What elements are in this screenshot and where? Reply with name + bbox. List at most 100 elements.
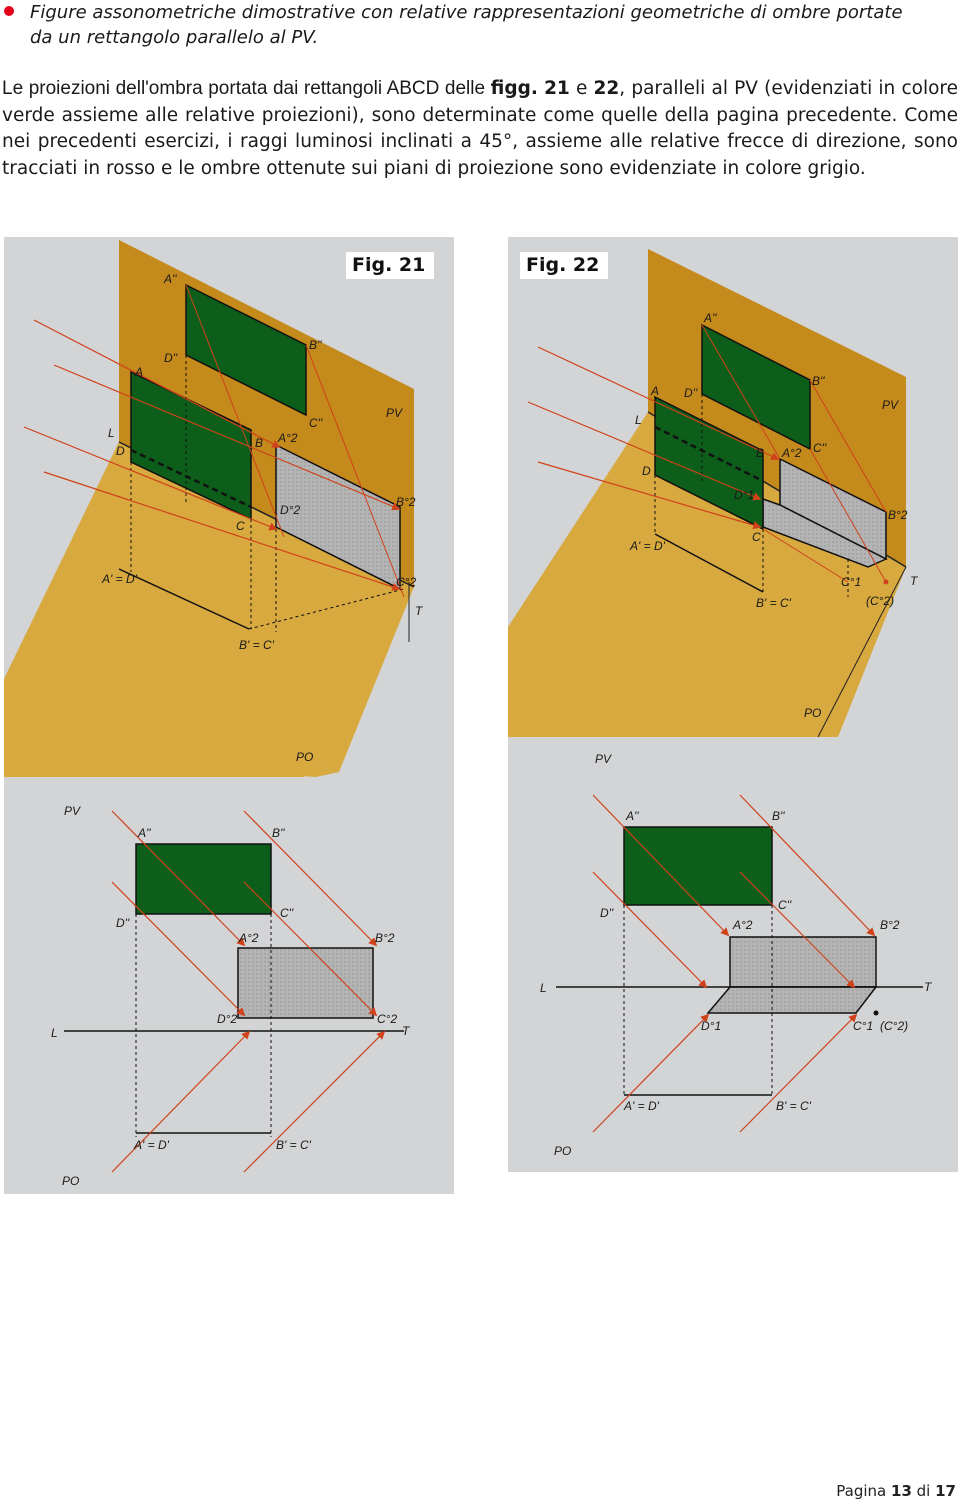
label-pv: PV [882, 398, 899, 412]
label-pv: PV [386, 406, 403, 420]
ortho-ray-4 [739, 871, 856, 989]
footer-page-total: 17 [935, 1482, 956, 1500]
bullet-icon [4, 6, 14, 16]
label-l: L [108, 426, 115, 440]
label-a1d1: A' = D' [101, 572, 138, 586]
paragraph-start: Le proiezioni dell'ombra portata dai ret… [2, 78, 491, 99]
ortho-label-l: L [540, 981, 547, 995]
label-d2: D'' [164, 351, 178, 365]
ortho-label-pv: PV [64, 804, 81, 818]
fig-ref-21: 21 [544, 78, 570, 99]
light-ray-6 [701, 324, 781, 460]
label-as: A°2 [277, 431, 298, 445]
footer-prefix: Pagina [836, 1482, 892, 1500]
figg-ref: figg. [490, 78, 538, 99]
label-t: T [910, 574, 919, 588]
label-b2: B'' [309, 338, 322, 352]
label-bs: B°2 [888, 508, 908, 522]
ortho-label-ds: D°2 [217, 1012, 237, 1026]
ortho-label-po: PO [554, 1144, 571, 1158]
light-ray-2 [527, 401, 762, 501]
ortho-label-cs: C°2 [377, 1012, 397, 1026]
ortho-label-l: L [51, 1026, 58, 1040]
ortho-ray-3 [592, 871, 708, 989]
ortho-label-po: PO [62, 1174, 79, 1188]
ortho-point-c2-marker [873, 1010, 879, 1016]
label-d: D [116, 444, 125, 458]
figure-21-panel: A'' B'' C'' D'' A B C D L PV A°2 B°2 C°2… [4, 237, 454, 1194]
figure-21-drawing: A'' B'' C'' D'' A B C D L PV A°2 B°2 C°2… [4, 240, 424, 1188]
ortho-ray-4 [243, 881, 378, 1017]
horizontal-plane-po [508, 412, 906, 737]
ortho-label-as: A°2 [732, 918, 753, 932]
light-ray-4 [43, 471, 401, 591]
ortho-label-bs: B°2 [375, 931, 395, 945]
ortho-label-b2: B'' [272, 826, 285, 840]
ortho-label-a1d1: A' = D' [623, 1099, 660, 1113]
dashed-edge [654, 425, 764, 483]
light-ray-5 [305, 344, 405, 598]
ortho-label-c1: C°1 [853, 1019, 873, 1033]
ortho-ray-6 [739, 1013, 858, 1133]
light-ray-6 [185, 284, 285, 538]
ortho-ray-2 [243, 810, 378, 947]
label-d2: D'' [684, 386, 698, 400]
label-c2p: (C°2) [866, 594, 894, 608]
light-ray-4 [809, 379, 887, 513]
label-a1d1: A' = D' [629, 539, 666, 553]
po-projection-a1d1-b1c1 [118, 568, 250, 630]
label-c1: C°1 [841, 575, 861, 589]
label-l: L [635, 413, 642, 427]
ortho-ray-5 [111, 1030, 251, 1173]
label-a: A [650, 384, 659, 398]
label-bs: B°2 [396, 495, 416, 509]
label-c: C [236, 519, 245, 533]
ortho-ray-5 [592, 1013, 710, 1133]
ortho-ray-3 [111, 881, 246, 1017]
light-ray-3 [537, 461, 762, 530]
ortho-label-c2: C'' [778, 898, 792, 912]
ortho-shadow-on-pv [729, 936, 877, 988]
ortho-ray-1 [592, 794, 730, 937]
label-po: PO [804, 706, 821, 720]
label-ds: D°1 [734, 488, 754, 502]
ortho-shadow-on-po [706, 986, 878, 1014]
ortho-label-a1d1: A' = D' [133, 1138, 170, 1152]
light-ray-1 [537, 346, 780, 460]
label-d: D [642, 464, 651, 478]
heading-line-1: Figure assonometriche dimostrative con r… [30, 2, 903, 23]
ortho-ray-6 [243, 1030, 386, 1173]
label-b2: B'' [812, 374, 825, 388]
ortho-label-b2: B'' [772, 809, 785, 823]
po-front [4, 442, 414, 777]
label-c: C [752, 530, 761, 544]
po-projection-line [654, 533, 764, 593]
footer-page-number: 13 [891, 1482, 912, 1500]
light-ray-3 [23, 426, 278, 531]
ortho-shadow-rect [237, 947, 374, 1019]
light-ray-7 [762, 528, 849, 583]
po-projection-right [248, 588, 405, 630]
figure-21-label: Fig. 21 [346, 252, 434, 279]
ortho-ray-1 [111, 810, 246, 947]
ortho-label-c2p: (C°2) [880, 1019, 908, 1033]
ortho-label-t: T [402, 1024, 411, 1038]
label-c2: C'' [309, 416, 323, 430]
po-edge [817, 566, 907, 738]
ortho-label-d2: D'' [116, 916, 130, 930]
label-as: A°2 [781, 446, 802, 460]
label-ds: D°2 [280, 503, 300, 517]
light-ray-2 [53, 364, 401, 511]
ortho-label-a2: A'' [625, 809, 639, 823]
ortho-green-rect [623, 826, 773, 906]
ortho-label-bs: B°2 [880, 918, 900, 932]
ortho-label-t: T [924, 980, 933, 994]
point-c2-marker [883, 579, 889, 585]
ortho-ray-2 [739, 794, 876, 937]
label-a2: A'' [703, 311, 717, 325]
label-b: B [255, 436, 263, 450]
ortho-label-c2: C'' [280, 906, 294, 920]
label-c2: C'' [813, 441, 827, 455]
label-a2: A'' [163, 272, 177, 286]
light-ray-1 [33, 319, 281, 448]
